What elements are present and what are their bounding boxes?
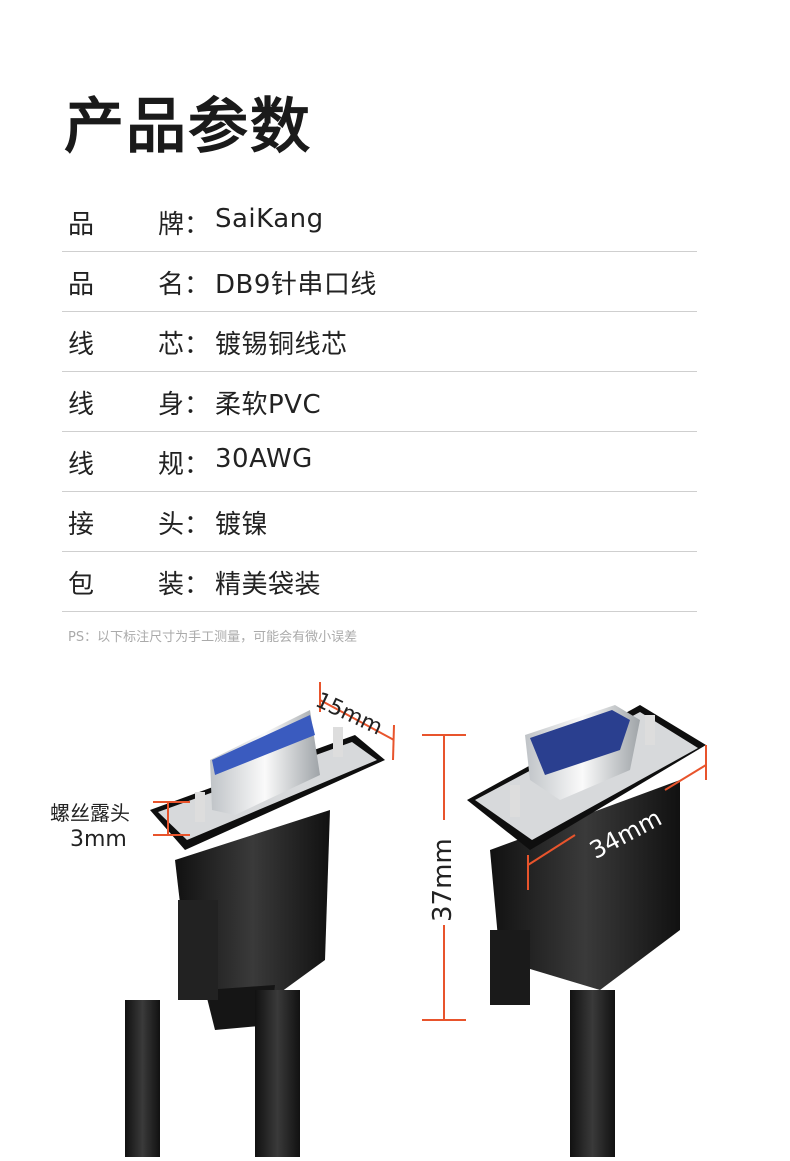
spec-row-name: 品 名：DB9针串口线 xyxy=(62,252,697,312)
male-connector xyxy=(467,705,706,1157)
colon: ： xyxy=(184,450,211,480)
spec-row-jacket: 线 身：柔软PVC xyxy=(62,372,697,432)
colon: ： xyxy=(184,510,211,540)
spec-row-core: 线 芯：镀锡铜线芯 xyxy=(62,312,697,372)
female-connector xyxy=(125,710,385,1157)
spec-value: SaiKang xyxy=(215,204,324,234)
spec-table: 品牌：SaiKang 品名：DB9针串口线 线芯：镀锡铜线芯 线身：柔软PVC … xyxy=(62,192,697,612)
screw-dimension-caption: 螺丝露头 xyxy=(50,801,130,825)
spec-value: 镀镍 xyxy=(215,510,269,540)
spec-label: 牌 xyxy=(158,210,185,240)
spec-label: 品 xyxy=(68,210,95,240)
spec-label: 线 xyxy=(68,330,95,360)
dimension-lines xyxy=(153,682,707,1021)
spec-row-package: 包 装：精美袋装 xyxy=(62,552,697,612)
spec-value: 镀锡铜线芯 xyxy=(215,330,348,360)
spec-value: 30AWG xyxy=(215,444,313,474)
spec-value: 柔软PVC xyxy=(215,390,322,420)
spec-row-brand: 品 牌：SaiKang xyxy=(62,192,697,252)
db9-cables-illustration xyxy=(125,682,707,1157)
height-dimension-label: 37mm xyxy=(428,838,458,922)
colon: ： xyxy=(184,270,211,300)
spec-label: 接 xyxy=(68,510,95,540)
colon: ： xyxy=(184,570,211,600)
screw-dimension-label: 3mm xyxy=(70,827,127,852)
colon: ： xyxy=(184,390,211,420)
page-title: 产品参数 xyxy=(64,92,312,162)
spec-label: 线 xyxy=(68,390,95,420)
spec-label: 装 xyxy=(158,570,185,600)
product-figure: 15mm 螺丝露头 3mm 37mm 34mm xyxy=(0,660,790,1157)
spec-label: 线 xyxy=(68,450,95,480)
spec-label: 身 xyxy=(158,390,185,420)
spec-label: 名 xyxy=(158,270,185,300)
spec-label: 品 xyxy=(68,270,95,300)
spec-row-connector: 接 头：镀镍 xyxy=(62,492,697,552)
spec-label: 包 xyxy=(68,570,95,600)
spec-value: 精美袋装 xyxy=(215,570,322,600)
spec-row-gauge: 线 规：30AWG xyxy=(62,432,697,492)
spec-label: 头 xyxy=(158,510,185,540)
spec-label: 规 xyxy=(158,450,185,480)
colon: ： xyxy=(184,210,211,240)
measurement-note: PS：以下标注尺寸为手工测量，可能会有微小误差 xyxy=(68,630,358,645)
spec-label: 芯 xyxy=(158,330,185,360)
spec-value: DB9针串口线 xyxy=(215,270,377,300)
colon: ： xyxy=(184,330,211,360)
